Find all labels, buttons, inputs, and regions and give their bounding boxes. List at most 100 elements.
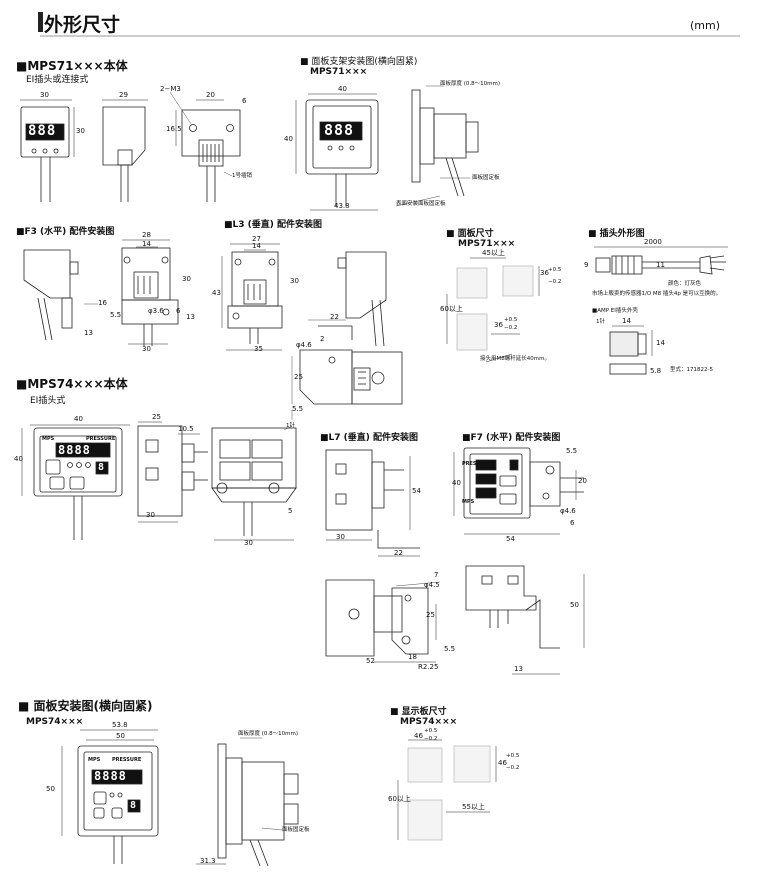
bracket-fix-plate: 表面安装面板固定板 [396,201,446,207]
dim-cut74-tol-d: −0.2 [506,765,520,771]
dim-f7-54: 54 [506,535,515,543]
mps74-body-subtitle: EI插头式 [30,396,66,406]
cutout-74-model: MPS74××× [400,717,458,727]
dim-l7-r225: R2.25 [418,663,439,671]
cutout-71-dims [446,257,540,363]
dim-l3-25: 25 [294,373,303,381]
dim-cut71-36b: 36 [494,321,503,329]
dim-cut71-over45: 45以上 [482,249,505,257]
f7-pressure: PRESSURE [462,461,492,467]
mps74-display: 8888 [58,443,91,457]
dim-mps74-30: 30 [146,511,155,519]
dim-f3-30b: 30 [142,345,151,353]
dim-f3-phi36: φ3.6 [148,307,164,315]
l3-bracket-view [291,349,403,420]
dim-panel-40w: 40 [338,85,347,93]
dim-l7-phi45: φ4.5 [424,581,440,589]
mps71-front-view [20,99,75,202]
dim-mps74-40h: 40 [14,455,23,463]
dim-rear-165: 16.5 [166,125,182,133]
plug-color-note: 颜色：灯灰色 [668,281,702,287]
dim-l7-7: 7 [434,571,439,579]
dim-mps74p-538: 53.8 [112,721,128,729]
cutout-71 [456,265,534,351]
mps74-panel-title: ■ 面板安装图(横向固紧) [18,699,153,713]
amp-plug-drawing [609,325,653,375]
dim-rear-6: 6 [242,97,247,105]
dim-f3-13b: 13 [186,313,195,321]
dim-cut74-46: 46 [414,732,423,740]
mps74-pin1: 1针 [286,423,295,429]
dim-cut74-over60: 60以上 [388,795,411,803]
mps74-panel-display: 8888 [94,769,127,783]
dim-l3-2: 2 [320,335,325,343]
l7-bracket-view [325,579,441,663]
mps71-display: 888 [28,123,57,139]
dim-mps74-30b: 30 [244,539,253,547]
mps71-body-subtitle: EI插头或连接式 [26,75,89,85]
mps74-brand: MPS [42,436,55,442]
dim-cut71-tol-a: +0.5 [548,267,562,273]
l7-title: ■L7 (垂直) 配件安装图 [320,433,418,443]
dim-cut74-tol-c: +0.5 [506,753,520,759]
dim-mps71-height: 30 [76,127,85,135]
cutout-74-dims [397,739,497,840]
dim-cut71-tol-c: +0.5 [504,317,518,323]
dim-f3-16: 16 [98,299,107,307]
amp-model: 型式：171822-5 [670,367,713,373]
dim-plug-9: 9 [584,261,589,269]
mps71-panel-side [395,85,479,207]
dim-m3: 2−M3 [160,85,181,93]
amp-dim-58: 5.8 [650,367,662,375]
dim-f3-13: 13 [84,329,93,337]
l3-title: ■L3 (垂直) 配件安装图 [224,220,322,230]
dim-mps74-40w: 40 [74,415,83,423]
amp-pin1: 1针 [596,319,605,325]
dim-l3-phi46: φ4.6 [296,341,312,349]
plug-outline-title: ■ 插头外形图 [588,229,645,239]
amp-dim-14b: 14 [656,339,665,347]
f7-brand: MPS [462,499,475,505]
dim-l3-22: 22 [330,313,339,321]
dim-f7-phi46: φ4.6 [560,507,576,515]
dim-f7-55: 5.5 [566,447,578,455]
f7-title: ■F7 (水平) 配件安装图 [462,433,561,443]
dim-cut71-tol-b: −0.2 [548,279,562,285]
dim-rear-width: 20 [206,91,215,99]
dim-mps74-5: 5 [288,507,293,515]
dim-cut71-36a: 36 [540,269,549,277]
dim-f3-30: 30 [182,275,191,283]
dim-l7-18: 18 [408,653,417,661]
dim-panel-438: 43.8 [334,202,350,210]
cutout-74-title: ■ 显示板尺寸 [390,707,447,717]
mps74-side-view [137,421,208,523]
dim-f3-28: 28 [142,231,151,239]
mps71-body-title: ■MPS71×××本体 [16,59,128,73]
f3-title: ■F3 (水平) 配件安装图 [16,227,115,237]
l7-side-view [325,449,420,557]
mps71-panel-front [295,93,379,211]
panel-cutout-71-model: MPS71××× [458,239,516,249]
pin-label: 1号插销 [232,173,252,179]
dim-f7-13: 13 [514,665,523,673]
dim-l3-35: 35 [254,345,263,353]
mps74-panel-pressure: PRESSURE [112,757,142,763]
plug-outline-drawing [594,246,728,275]
dim-l7-52: 52 [366,657,375,665]
panel-cutout-71-title: ■ 面板尺寸 [446,229,494,239]
dim-l7-30: 30 [336,533,345,541]
l3-front-view [221,243,283,351]
l3-side-view [308,251,387,347]
dim-mps74p-313: 31.3 [200,857,216,865]
mps71-panel-display: 888 [324,121,355,139]
dim-f3-55: 5.5 [110,311,122,319]
plug-compat-note: 市场上販卖的传感器1/O M8 插头4p 是可以互换的。 [592,291,722,297]
dim-l3-55: 5.5 [292,405,304,413]
panel-thickness: 面板厚度 (0.8～10mm) [440,81,501,87]
dim-plug-2000: 2000 [644,238,662,246]
mps74-body-title: ■MPS74×××本体 [16,377,128,391]
screw-note: 接头用M8螺杆延长40mm。 [480,356,550,362]
mps74-front-view [21,424,130,540]
page-title: 外形尺寸 [44,14,121,36]
